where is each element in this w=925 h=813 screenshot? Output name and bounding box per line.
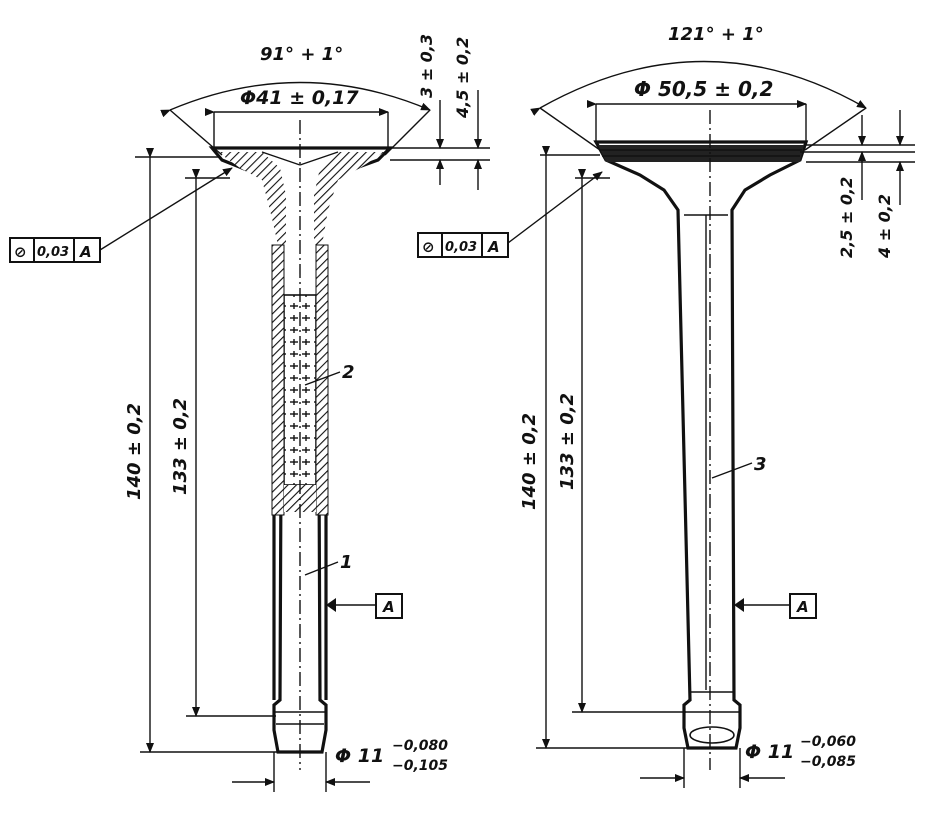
left-head-section-left <box>218 152 286 245</box>
right-stem-dim-upper: −0,060 <box>800 734 856 750</box>
right-valve-body <box>593 110 809 770</box>
left-tolerance-frame: ⊘ 0,03 A <box>9 167 233 263</box>
left-angle-arc <box>160 81 431 118</box>
left-tol-symbol: ⊘ <box>14 243 27 261</box>
svg-text:0,03: 0,03 <box>445 240 477 255</box>
left-length-total: 140 ± 0,2 <box>124 403 145 500</box>
left-diameter-dim: Φ41 ± 0,17 <box>240 87 359 109</box>
left-valve: 91° + 1° Φ41 ± 0,17 3 ± 0,3 4,5 ± 0,2 ⊘ … <box>9 34 490 792</box>
svg-text:A: A <box>382 598 395 616</box>
left-datum-flag: A <box>326 593 403 619</box>
right-seat-band <box>598 145 804 162</box>
left-face-dim-2: 4,5 ± 0,2 <box>453 37 472 119</box>
left-part-label-1: 1 <box>340 552 353 573</box>
left-head-section-right <box>314 152 384 245</box>
right-face-dim-2: 4 ± 0,2 <box>875 194 894 259</box>
left-stem-dim: Φ 11 <box>335 745 384 767</box>
svg-text:A: A <box>487 238 500 256</box>
right-angle-dim: 121° + 1° <box>668 24 764 45</box>
right-datum-flag: A <box>734 593 817 619</box>
right-face-dim-1: 2,5 ± 0,2 <box>837 177 856 258</box>
right-stem-dim: Φ 11 <box>745 741 794 763</box>
left-tol-datum: A <box>79 243 92 261</box>
right-angle-arc <box>530 60 867 116</box>
svg-text:A: A <box>796 598 809 616</box>
left-length-stem: 133 ± 0,2 <box>170 398 191 495</box>
right-stem-dim-lower: −0,085 <box>800 754 856 770</box>
left-angle-dim: 91° + 1° <box>260 44 343 65</box>
left-stem-dim-upper: −0,080 <box>392 738 448 754</box>
left-face-dim-1: 3 ± 0,3 <box>417 34 436 98</box>
left-tol-value: 0,03 <box>37 245 69 260</box>
svg-text:⊘: ⊘ <box>422 238 435 256</box>
left-stem-dim-lower: −0,105 <box>392 758 448 774</box>
right-part-label-3: 3 <box>754 454 767 475</box>
right-length-total: 140 ± 0,2 <box>519 413 540 510</box>
right-diameter-dim: Φ 50,5 ± 0,2 <box>634 77 773 101</box>
left-part-label-2: 2 <box>342 362 355 383</box>
right-tolerance-frame: ⊘ 0,03 A <box>417 171 603 258</box>
right-valve: 121° + 1° Φ 50,5 ± 0,2 2,5 ± 0,2 4 ± 0,2… <box>417 24 915 788</box>
right-length-stem: 133 ± 0,2 <box>557 393 578 490</box>
left-valve-body <box>208 120 394 770</box>
